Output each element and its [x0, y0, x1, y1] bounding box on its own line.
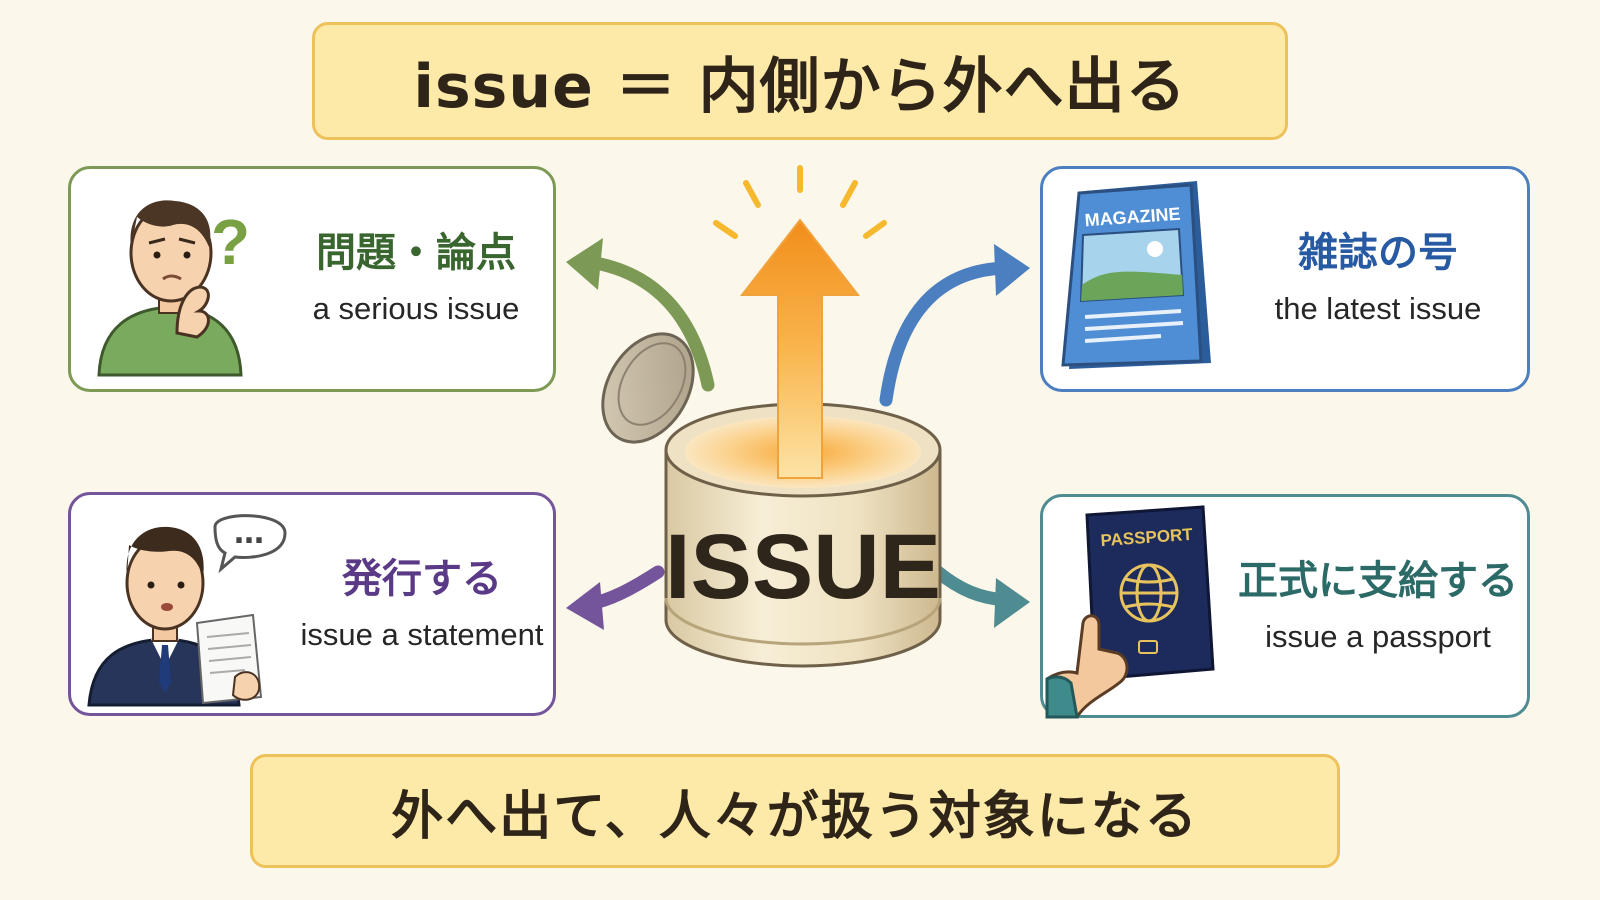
magazine-illustration: MAGAZINE — [1061, 181, 1211, 369]
arrow-to-passport — [931, 565, 1030, 628]
speech-bubble-dots: … — [234, 516, 264, 551]
can: ISSUE — [664, 402, 942, 668]
card-problem: ? 問題・論点 a serious issue — [68, 166, 556, 392]
statement-jp-label: 発行する — [342, 556, 502, 602]
thinking-person-illustration — [97, 200, 243, 377]
speaking-person-illustration: … — [87, 514, 287, 707]
arrow-to-magazine — [879, 244, 1030, 407]
arrow-to-problem — [566, 238, 715, 392]
card-statement: … 発行する issue a statement — [68, 492, 556, 716]
magazine-en-label: the latest issue — [1274, 291, 1482, 326]
passport-illustration: PASSPORT — [1045, 505, 1215, 719]
footer-banner: 外へ出て、人々が扱う対象になる — [250, 754, 1340, 868]
up-arrow — [739, 218, 861, 479]
footer-text: 外へ出て、人々が扱う対象になる — [391, 786, 1199, 847]
problem-jp-label: 問題・論点 — [316, 230, 516, 276]
passport-jp-label: 正式に支給する — [1238, 558, 1518, 604]
question-mark-icon: ? — [211, 206, 251, 278]
spark-lines — [713, 165, 887, 239]
card-passport: PASSPORT 正式に支給する issue a passport — [1040, 494, 1530, 719]
passport-en-label: issue a passport — [1265, 619, 1491, 654]
problem-en-label: a serious issue — [312, 291, 520, 326]
card-magazine: MAGAZINE 雑誌の号 the latest issue — [1040, 166, 1530, 392]
title-text: issue ＝ 内側から外へ出る — [413, 51, 1187, 122]
title-banner: issue ＝ 内側から外へ出る — [312, 22, 1288, 140]
statement-en-label: issue a statement — [300, 617, 544, 652]
can-label: ISSUE — [665, 516, 941, 618]
arrow-to-statement — [566, 565, 665, 630]
can-lid — [601, 332, 695, 444]
magazine-jp-label: 雑誌の号 — [1298, 230, 1458, 276]
globe-icon — [1119, 563, 1179, 623]
